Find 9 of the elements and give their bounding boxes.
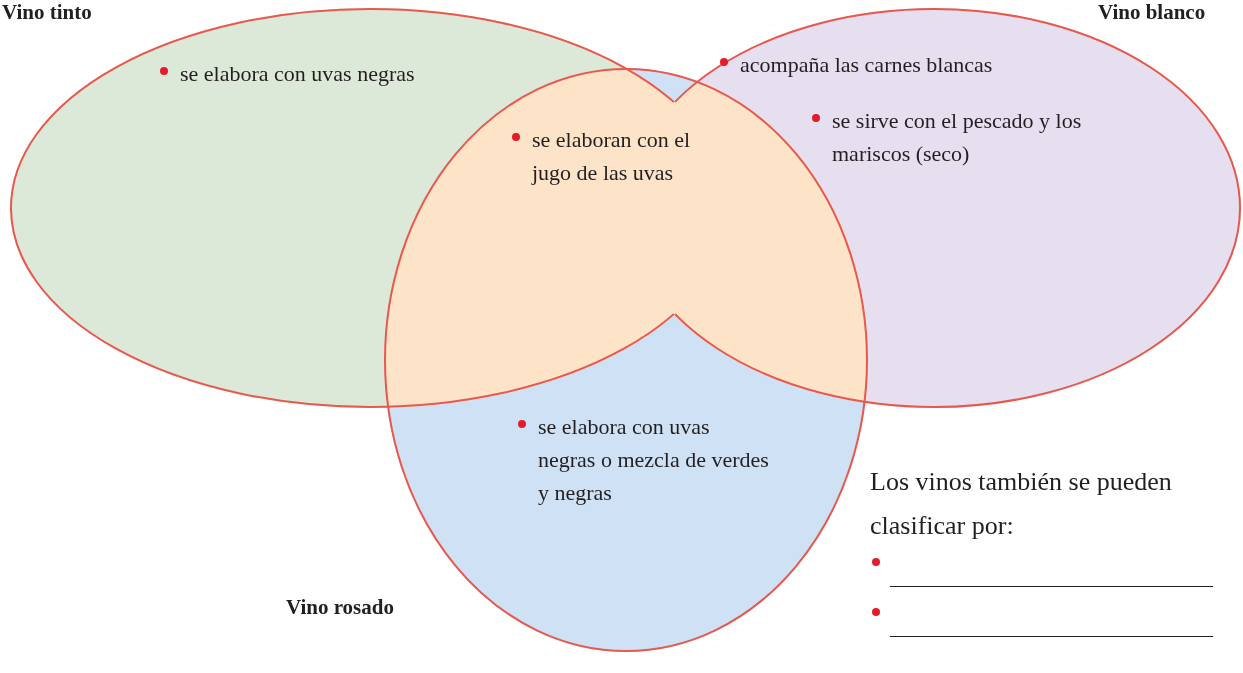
set-title: Vino blanco <box>1098 0 1206 24</box>
note-text: Los vinos también se pueden clasificar por: <box>870 466 1173 542</box>
set-title: Vino tinto <box>2 0 92 24</box>
bullet-text: se sirve con el pescado y los mariscos (seco) <box>832 107 1083 168</box>
bullet-text: acompaña las carnes blancas <box>740 51 994 79</box>
bullet-text: se elaboran con el jugo de las uvas <box>532 126 692 187</box>
set-title: Vino rosado <box>286 595 394 619</box>
bullet-text: se elabora con uvas negras o mezcla de verdes y negras <box>538 413 770 507</box>
bullet-text: se elabora con uvas negras <box>180 60 416 88</box>
